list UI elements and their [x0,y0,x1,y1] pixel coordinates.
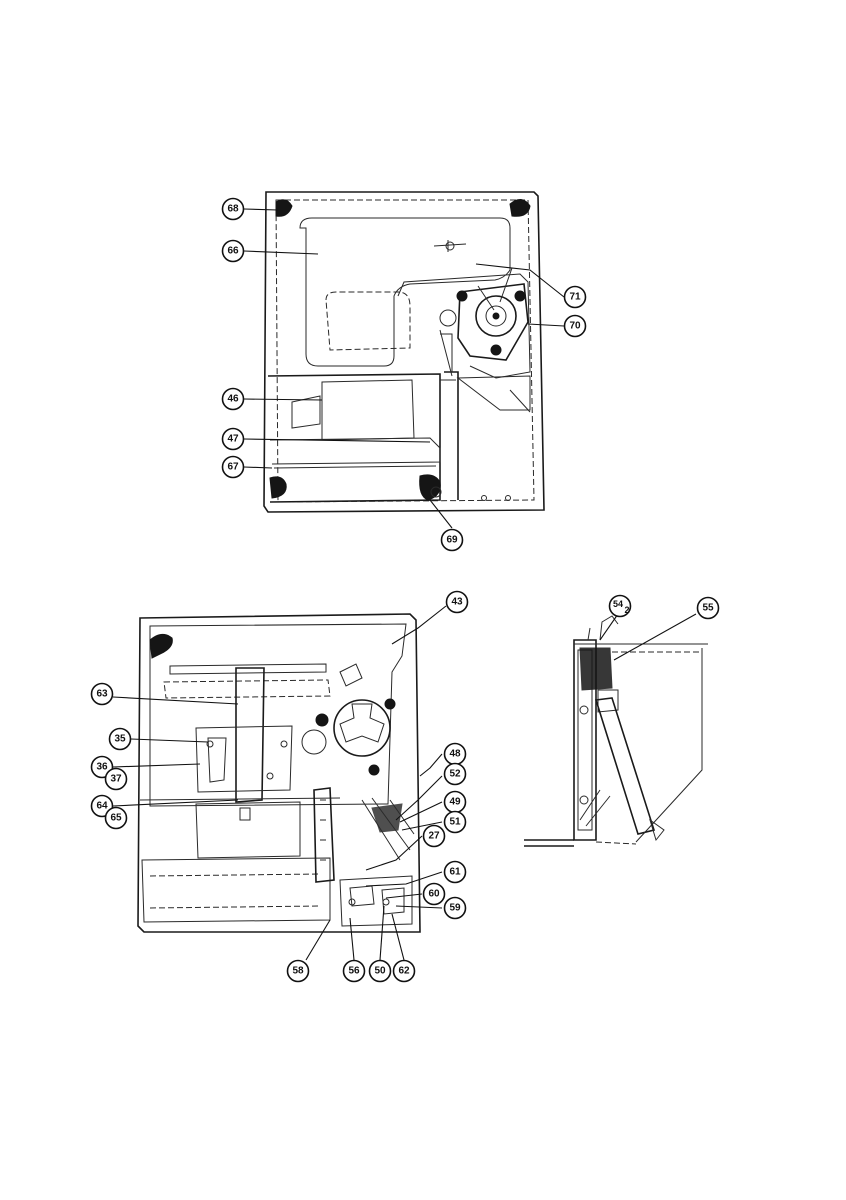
callout-65: 65 [104,806,128,830]
svg-text:27: 27 [428,831,440,842]
svg-text:35: 35 [114,734,126,745]
svg-text:47: 47 [227,434,239,445]
callout-54: 542 [608,594,632,618]
callout-56: 56 [342,959,366,983]
callout-59: 59 [443,896,467,920]
svg-text:54: 54 [613,599,623,609]
svg-text:59: 59 [449,903,461,914]
callout-52: 52 [443,762,467,786]
svg-text:71: 71 [569,292,581,303]
svg-text:56: 56 [348,966,360,977]
callout-62: 62 [392,959,416,983]
callout-55: 55 [696,596,720,620]
svg-text:64: 64 [96,801,108,812]
svg-text:55: 55 [702,603,714,614]
svg-text:62: 62 [398,966,410,977]
callouts: 68 66 71 70 46 47 67 69 43 63 35 36 37 6… [90,197,720,983]
callout-50: 50 [368,959,392,983]
callout-49: 49 [443,790,467,814]
cabinet-front-interior-view [137,613,421,933]
svg-text:60: 60 [428,889,440,900]
callout-63: 63 [90,682,114,706]
svg-text:52: 52 [449,769,461,780]
leader-lines [112,208,697,961]
callout-48: 48 [443,742,467,766]
callout-51: 51 [443,810,467,834]
cabinet-rear-view [263,191,545,513]
svg-text:48: 48 [449,749,461,760]
svg-text:61: 61 [449,867,461,878]
svg-text:43: 43 [451,597,463,608]
door-hinge-detail-view [524,615,708,847]
callout-70: 70 [563,314,587,338]
callout-37: 37 [104,767,128,791]
callout-27: 27 [422,824,446,848]
callout-60: 60 [422,882,446,906]
svg-text:70: 70 [569,321,581,332]
svg-text:50: 50 [374,966,386,977]
callout-61: 61 [443,860,467,884]
callout-71: 71 [563,285,587,309]
callout-54-subscript: 2 [624,605,629,615]
callout-47: 47 [221,427,245,451]
svg-text:37: 37 [110,774,122,785]
callout-46: 46 [221,387,245,411]
svg-text:69: 69 [446,535,458,546]
callout-43: 43 [445,590,469,614]
svg-text:63: 63 [96,689,108,700]
callout-58: 58 [286,959,310,983]
svg-text:68: 68 [227,204,239,215]
svg-text:58: 58 [292,966,304,977]
svg-text:36: 36 [96,762,108,773]
svg-text:67: 67 [227,462,239,473]
callout-68: 68 [221,197,245,221]
svg-text:46: 46 [227,394,239,405]
callout-69: 69 [440,528,464,552]
svg-text:51: 51 [449,817,461,828]
svg-text:49: 49 [449,797,461,808]
svg-text:66: 66 [227,246,239,257]
callout-67: 67 [221,455,245,479]
callout-66: 66 [221,239,245,263]
callout-35: 35 [108,727,132,751]
svg-text:65: 65 [110,813,122,824]
